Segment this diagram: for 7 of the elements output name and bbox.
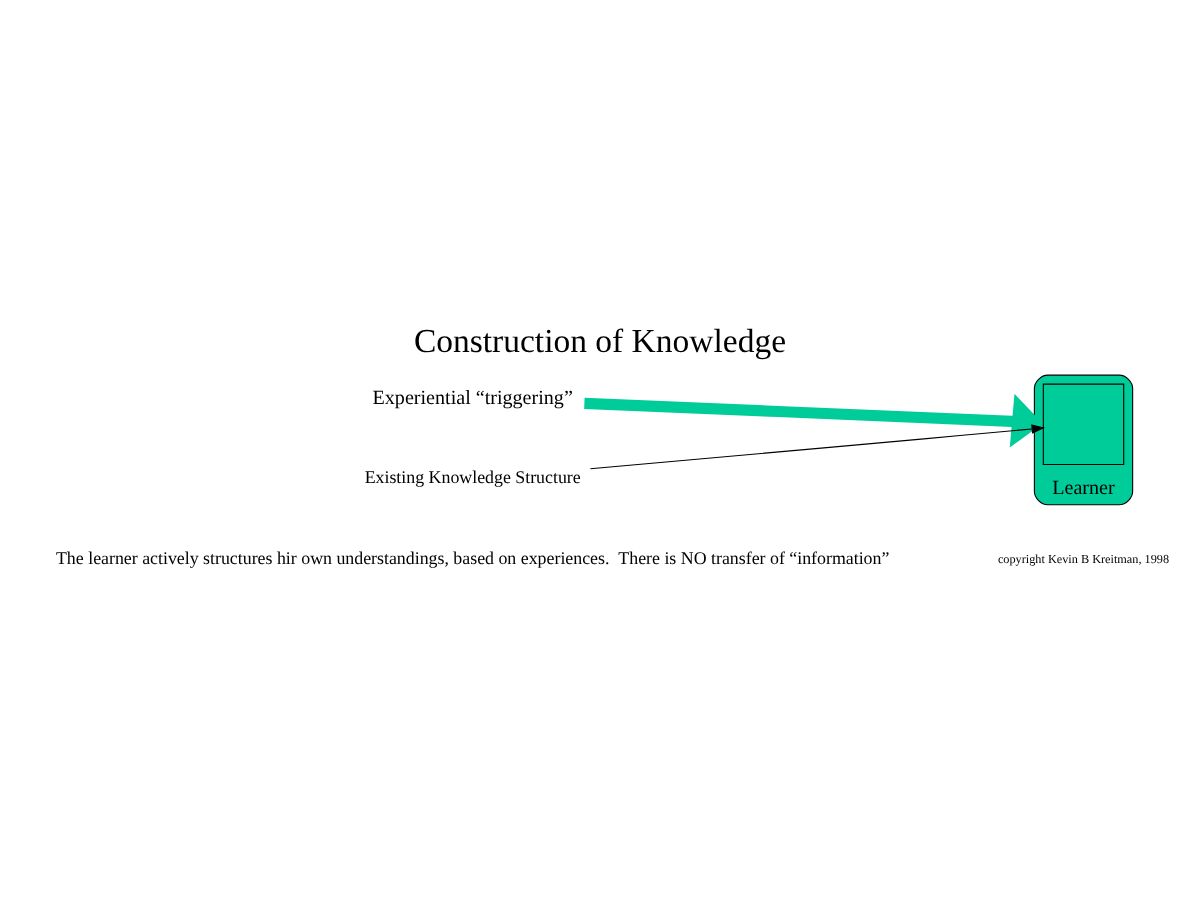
node-box: [1042, 383, 1125, 466]
node-text: Experiential “triggering”: [372, 387, 573, 410]
arrow: [584, 393, 1043, 448]
arrow: [589, 424, 1045, 470]
label: The learner actively structures hir own understandings, based on experiences. There is NO transfer of “information”: [56, 547, 890, 568]
node-text: Existing Knowledge Structure: [364, 467, 581, 488]
diagram-title: Construction of Knowledge: [413, 321, 787, 360]
